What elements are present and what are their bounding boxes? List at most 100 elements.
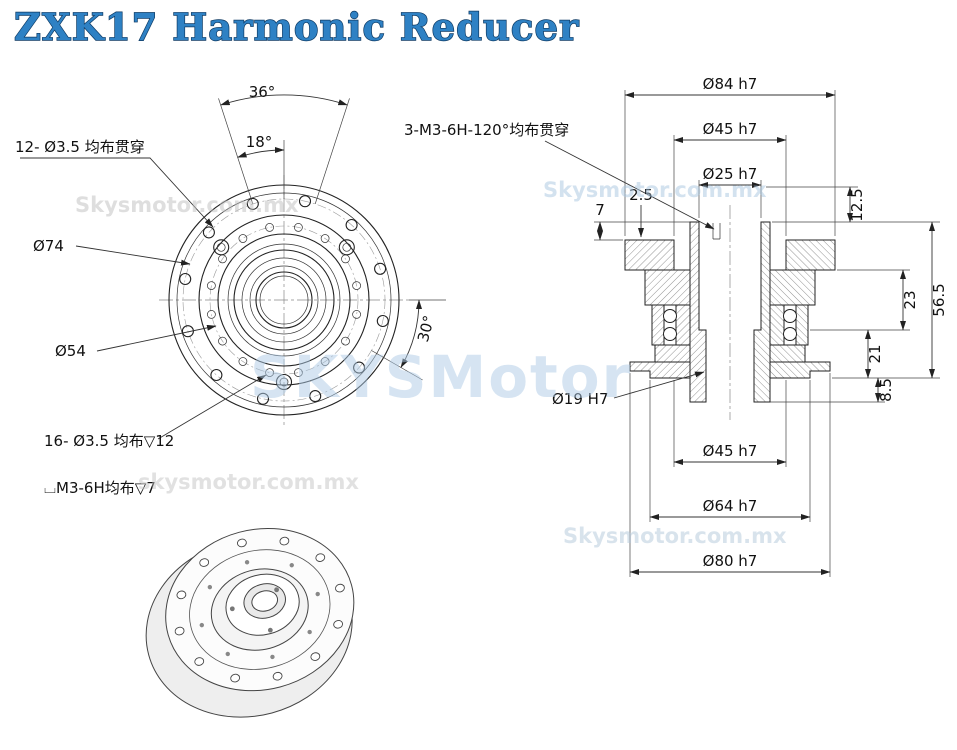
pin-hole-inner [279,377,289,387]
circle [227,243,341,357]
tapped-hole [207,281,216,290]
watermark-top-right: Skysmotor.com.mx [543,178,767,202]
bolt-hole [335,583,345,593]
tapped-hole [320,234,330,243]
small-hole [244,560,250,565]
bolt-hole [298,195,312,208]
dia19-label: Ø19 H7 [552,390,608,408]
small-hole [289,562,294,568]
center-tube-wall [753,221,771,403]
angle-36-label: 36° [249,83,276,101]
circle [249,265,319,335]
bolt-hole [345,218,358,232]
dim2-5-label: 2.5 [629,186,653,204]
bolt-hole [236,538,247,548]
bolt-hole [333,619,344,629]
holes-12-label: 12- Ø3.5 均布贯穿 [15,138,145,156]
m3-hole [274,587,280,593]
center-tube-wall [689,221,707,403]
tapped-hole [265,368,274,377]
bolt-hole [230,673,241,683]
bolt-hole [246,197,259,210]
lower-ring-section [654,344,691,363]
bore-circle [255,271,313,329]
bolt-holes-12 [179,195,389,405]
m3-hole [267,627,273,633]
bolt-circle-16 [209,225,359,375]
output-flange-section [785,239,836,271]
angle-leg [314,98,350,205]
bolt-hole [194,657,205,666]
dia74-label: Ø74 [33,237,64,255]
dia84-label: Ø84 h7 [703,75,758,93]
bolt-hole [376,314,389,328]
dim56-5-label: 56.5 [930,283,948,316]
tapped-hole [352,310,361,319]
tapped-hole [341,336,350,346]
holes-3m3-label: 3-M3-6H-120°均布贯穿 [404,121,569,139]
leader-dia54 [96,324,217,352]
small-hole [270,654,275,660]
lower-ring-section [769,344,806,363]
face-ring [189,549,331,670]
iso-bolt-holes [174,536,345,683]
circle [233,249,335,351]
bolt-hole [310,652,321,661]
leader-dia19 [613,371,705,399]
bolt-hole [174,626,185,636]
angle-dim-18 [237,146,285,158]
tapped-hole [320,357,330,366]
bearing-inner-race [769,304,785,346]
output-flange-section [624,239,675,271]
dia80-label: Ø80 h7 [703,552,758,570]
dia45-top-label: Ø45 h7 [703,120,758,138]
section-dimension-lines [544,92,935,575]
pin-hole-outer [338,239,355,256]
center-bore [251,590,279,612]
bearing-outer-race [795,304,809,346]
watermark-top-left: Skysmotor.com.mx [75,193,299,217]
watermark-bottom-left: skysmotor.com.mx [138,470,359,494]
bolt-hole [256,392,270,405]
front-dimensions: 36° 18° 30° 12- Ø3.5 均布贯穿 Ø74 Ø54 16- Ø3… [15,83,446,497]
small-hole [225,651,230,657]
pin-hole-inner [342,242,352,252]
dim7-label: 7 [595,201,605,219]
dia25-label: Ø25 h7 [703,165,758,183]
holes-16-label: 16- Ø3.5 均布▽12 [44,432,174,450]
tapped-hole [238,357,248,366]
small-hole [199,622,205,628]
leader-dia74 [75,245,191,266]
watermarks: Skysmotor.com.mx Skysmotor.com.mx SKYSMo… [75,178,787,548]
section-left-half [624,221,721,403]
angle-leg [371,350,423,381]
iso-small-holes [199,560,320,660]
bearing-ball [783,309,797,323]
circle [241,257,327,343]
concentric-circles [168,184,400,416]
iso-m3-holes [229,587,280,633]
housing-body-section [644,269,691,306]
dim21-label: 21 [866,344,884,363]
m3-hole [229,606,235,612]
circle [217,233,351,367]
small-hole [315,591,320,597]
pin-holes-3 [213,239,355,391]
small-hole [307,629,312,635]
dia54-label: Ø54 [55,342,86,360]
bearing-inner-race [675,304,691,346]
bolt-hole [309,390,322,403]
tapped-hole [207,310,216,319]
bolt-circle-12 [182,198,386,402]
section-extension-lines [594,90,940,577]
bolt-hole [315,553,326,562]
bolt-hole [176,590,187,600]
dia64-label: Ø64 h7 [703,497,758,515]
tapped-hole [238,234,248,243]
watermark-bottom-right: Skysmotor.com.mx [563,524,787,548]
section-dimension-labels: 3-M3-6H-120°均布贯穿 Ø84 h7 Ø45 h7 Ø25 h7 7 … [404,75,948,570]
pin-hole-outer [213,239,230,256]
bolt-hole [374,262,387,275]
circle [198,214,370,386]
